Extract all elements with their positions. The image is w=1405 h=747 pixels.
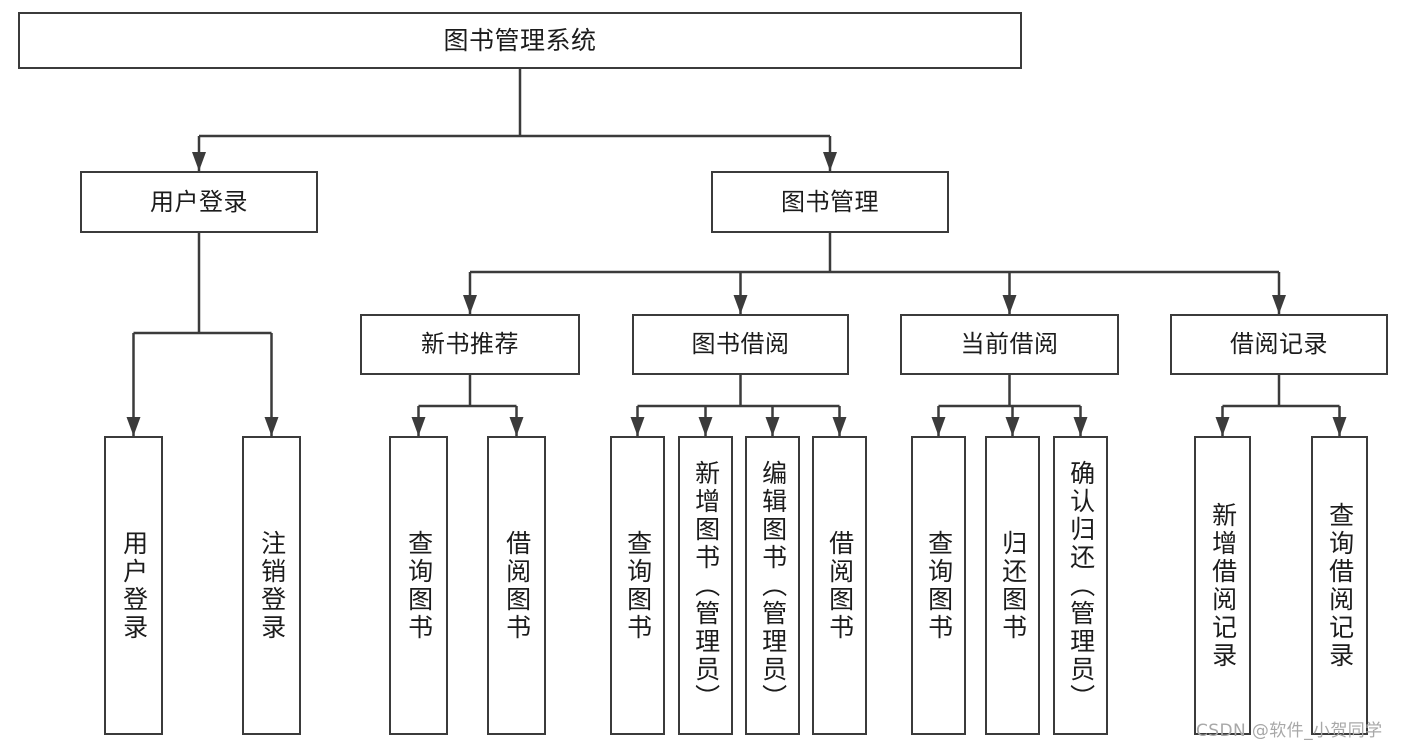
arrowhead-icon bbox=[1332, 417, 1347, 436]
node-label: 当前借阅 bbox=[960, 330, 1059, 359]
node-label: 借阅图书 bbox=[502, 529, 532, 642]
node-leaf-logout[interactable]: 注销登录 bbox=[242, 436, 301, 735]
node-label: 归还图书 bbox=[998, 529, 1028, 642]
node-label: 图书借阅 bbox=[691, 330, 790, 359]
node-borrow-record[interactable]: 借阅记录 bbox=[1170, 314, 1388, 375]
node-leaf-user-login[interactable]: 用户登录 bbox=[104, 436, 163, 735]
node-leaf-query-book-2[interactable]: 查询图书 bbox=[610, 436, 665, 735]
node-root[interactable]: 图书管理系统 bbox=[18, 12, 1022, 69]
arrowhead-icon bbox=[1272, 295, 1286, 314]
node-label: 用户登录 bbox=[150, 187, 248, 216]
node-label: 注销登录 bbox=[257, 529, 287, 642]
node-label: 图书管理 bbox=[781, 187, 879, 216]
node-leaf-borrow-book-2[interactable]: 借阅图书 bbox=[812, 436, 867, 735]
node-label: 借阅图书 bbox=[825, 529, 855, 642]
arrowhead-icon bbox=[1002, 295, 1017, 314]
arrowhead-icon bbox=[1215, 417, 1230, 436]
node-current-borrow[interactable]: 当前借阅 bbox=[900, 314, 1119, 375]
node-new-book-recommend[interactable]: 新书推荐 bbox=[360, 314, 580, 375]
node-label: 查询图书 bbox=[404, 529, 434, 642]
arrowhead-icon bbox=[931, 417, 946, 436]
node-label: 查询图书 bbox=[924, 529, 954, 642]
watermark: CSDN @软件_小贺同学 bbox=[1196, 721, 1383, 741]
arrowhead-icon bbox=[264, 417, 279, 436]
node-label: 新书推荐 bbox=[421, 330, 519, 359]
node-label: 用户登录 bbox=[119, 529, 149, 642]
node-label: 确认归还（管理员） bbox=[1066, 459, 1096, 712]
node-label: 查询图书 bbox=[623, 529, 653, 642]
arrowhead-icon bbox=[1073, 417, 1088, 436]
arrowhead-icon bbox=[509, 417, 524, 436]
arrowhead-icon bbox=[1005, 417, 1020, 436]
node-label: 编辑图书（管理员） bbox=[758, 459, 788, 712]
node-label: 查询借阅记录 bbox=[1325, 501, 1355, 670]
node-label: 新增借阅记录 bbox=[1208, 501, 1238, 670]
arrowhead-icon bbox=[823, 152, 837, 171]
node-leaf-query-book-1[interactable]: 查询图书 bbox=[389, 436, 448, 735]
arrowhead-icon bbox=[411, 417, 426, 436]
arrowhead-icon bbox=[832, 417, 847, 436]
arrowhead-icon bbox=[765, 417, 780, 436]
node-leaf-add-book[interactable]: 新增图书（管理员） bbox=[678, 436, 733, 735]
node-leaf-borrow-book-1[interactable]: 借阅图书 bbox=[487, 436, 546, 735]
arrowhead-icon bbox=[192, 152, 206, 171]
arrowhead-icon bbox=[698, 417, 713, 436]
node-leaf-query-record[interactable]: 查询借阅记录 bbox=[1311, 436, 1368, 735]
arrowhead-icon bbox=[463, 295, 477, 314]
node-user-login[interactable]: 用户登录 bbox=[80, 171, 318, 233]
node-leaf-query-book-3[interactable]: 查询图书 bbox=[911, 436, 966, 735]
node-leaf-add-record[interactable]: 新增借阅记录 bbox=[1194, 436, 1251, 735]
node-leaf-confirm-return[interactable]: 确认归还（管理员） bbox=[1053, 436, 1108, 735]
node-leaf-edit-book[interactable]: 编辑图书（管理员） bbox=[745, 436, 800, 735]
arrowhead-icon bbox=[733, 295, 748, 314]
node-label: 新增图书（管理员） bbox=[691, 459, 721, 712]
node-label: 图书管理系统 bbox=[443, 25, 597, 55]
node-book-manage[interactable]: 图书管理 bbox=[711, 171, 949, 233]
node-label: 借阅记录 bbox=[1230, 330, 1328, 359]
arrowhead-icon bbox=[630, 417, 645, 436]
node-leaf-return-book[interactable]: 归还图书 bbox=[985, 436, 1040, 735]
node-book-borrow[interactable]: 图书借阅 bbox=[632, 314, 849, 375]
arrowhead-icon bbox=[126, 417, 141, 436]
